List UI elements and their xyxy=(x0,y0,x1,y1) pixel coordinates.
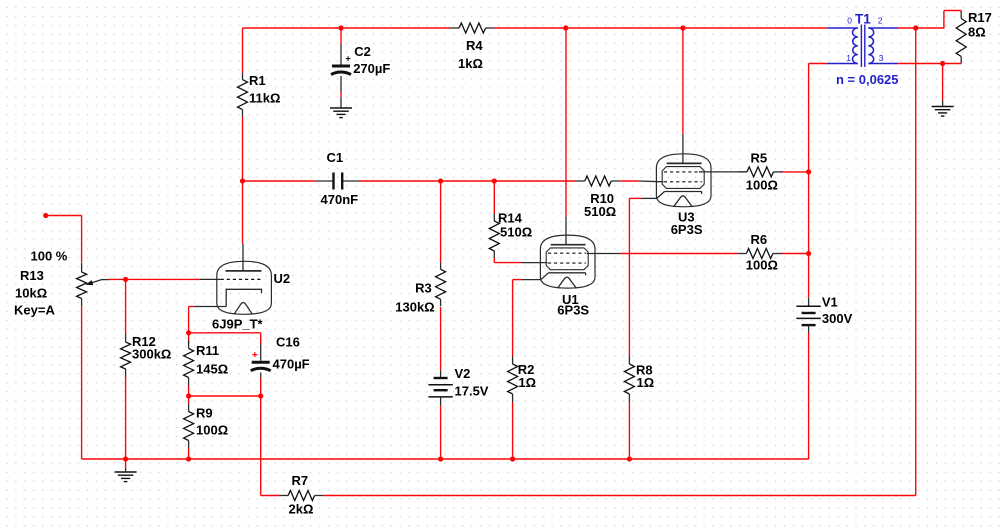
svg-text:R12: R12 xyxy=(132,334,156,349)
svg-text:C16: C16 xyxy=(276,335,300,350)
svg-text:11kΩ: 11kΩ xyxy=(249,91,280,106)
svg-text:R14: R14 xyxy=(498,211,523,226)
svg-text:100Ω: 100Ω xyxy=(196,423,228,438)
svg-text:8Ω: 8Ω xyxy=(968,25,986,40)
svg-text:R8: R8 xyxy=(636,363,653,378)
svg-text:Key=A: Key=A xyxy=(14,303,55,318)
svg-text:130kΩ: 130kΩ xyxy=(395,300,434,315)
svg-text:510Ω: 510Ω xyxy=(500,225,532,240)
svg-text:U3: U3 xyxy=(678,210,695,225)
svg-text:R1: R1 xyxy=(249,73,266,88)
svg-text:270µF: 270µF xyxy=(353,61,390,76)
svg-text:6J9P_T*: 6J9P_T* xyxy=(212,317,264,332)
svg-text:1kΩ: 1kΩ xyxy=(458,56,483,71)
svg-text:U1: U1 xyxy=(562,292,579,307)
svg-text:300V: 300V xyxy=(822,311,853,326)
svg-text:2kΩ: 2kΩ xyxy=(289,502,314,517)
svg-text:3: 3 xyxy=(879,53,884,63)
svg-text:R13: R13 xyxy=(20,268,44,283)
svg-text:C1: C1 xyxy=(327,150,344,165)
svg-text:R17: R17 xyxy=(968,10,992,25)
svg-text:470nF: 470nF xyxy=(321,192,359,207)
svg-text:V1: V1 xyxy=(822,295,838,310)
svg-text:100 %: 100 % xyxy=(31,249,68,264)
svg-text:R10: R10 xyxy=(590,191,614,206)
svg-text:T1: T1 xyxy=(855,12,871,27)
svg-text:R7: R7 xyxy=(292,473,309,488)
svg-text:R2: R2 xyxy=(518,362,535,377)
svg-text:100Ω: 100Ω xyxy=(746,178,778,193)
svg-text:145Ω: 145Ω xyxy=(196,362,228,377)
svg-text:0: 0 xyxy=(847,16,852,26)
svg-text:R4: R4 xyxy=(466,38,483,53)
svg-text:2: 2 xyxy=(878,16,883,26)
svg-text:6P3S: 6P3S xyxy=(671,222,703,237)
svg-text:C2: C2 xyxy=(354,44,371,59)
svg-text:R6: R6 xyxy=(751,232,768,247)
svg-text:1Ω: 1Ω xyxy=(518,375,536,390)
svg-text:n = 0,0625: n = 0,0625 xyxy=(836,72,899,87)
svg-text:R9: R9 xyxy=(196,406,213,421)
svg-text:470µF: 470µF xyxy=(273,357,310,372)
svg-text:V2: V2 xyxy=(455,366,471,381)
svg-text:300kΩ: 300kΩ xyxy=(132,347,171,362)
svg-text:10kΩ: 10kΩ xyxy=(15,286,47,301)
svg-text:R11: R11 xyxy=(196,343,219,358)
svg-text:100Ω: 100Ω xyxy=(746,258,778,273)
svg-text:1Ω: 1Ω xyxy=(637,375,655,390)
svg-text:510Ω: 510Ω xyxy=(584,204,616,219)
svg-text:R5: R5 xyxy=(751,151,768,166)
svg-text:U2: U2 xyxy=(274,271,291,286)
svg-text:6P3S: 6P3S xyxy=(557,303,589,318)
svg-text:17.5V: 17.5V xyxy=(455,384,489,399)
svg-text:R3: R3 xyxy=(415,281,432,296)
svg-text:1: 1 xyxy=(846,53,851,63)
